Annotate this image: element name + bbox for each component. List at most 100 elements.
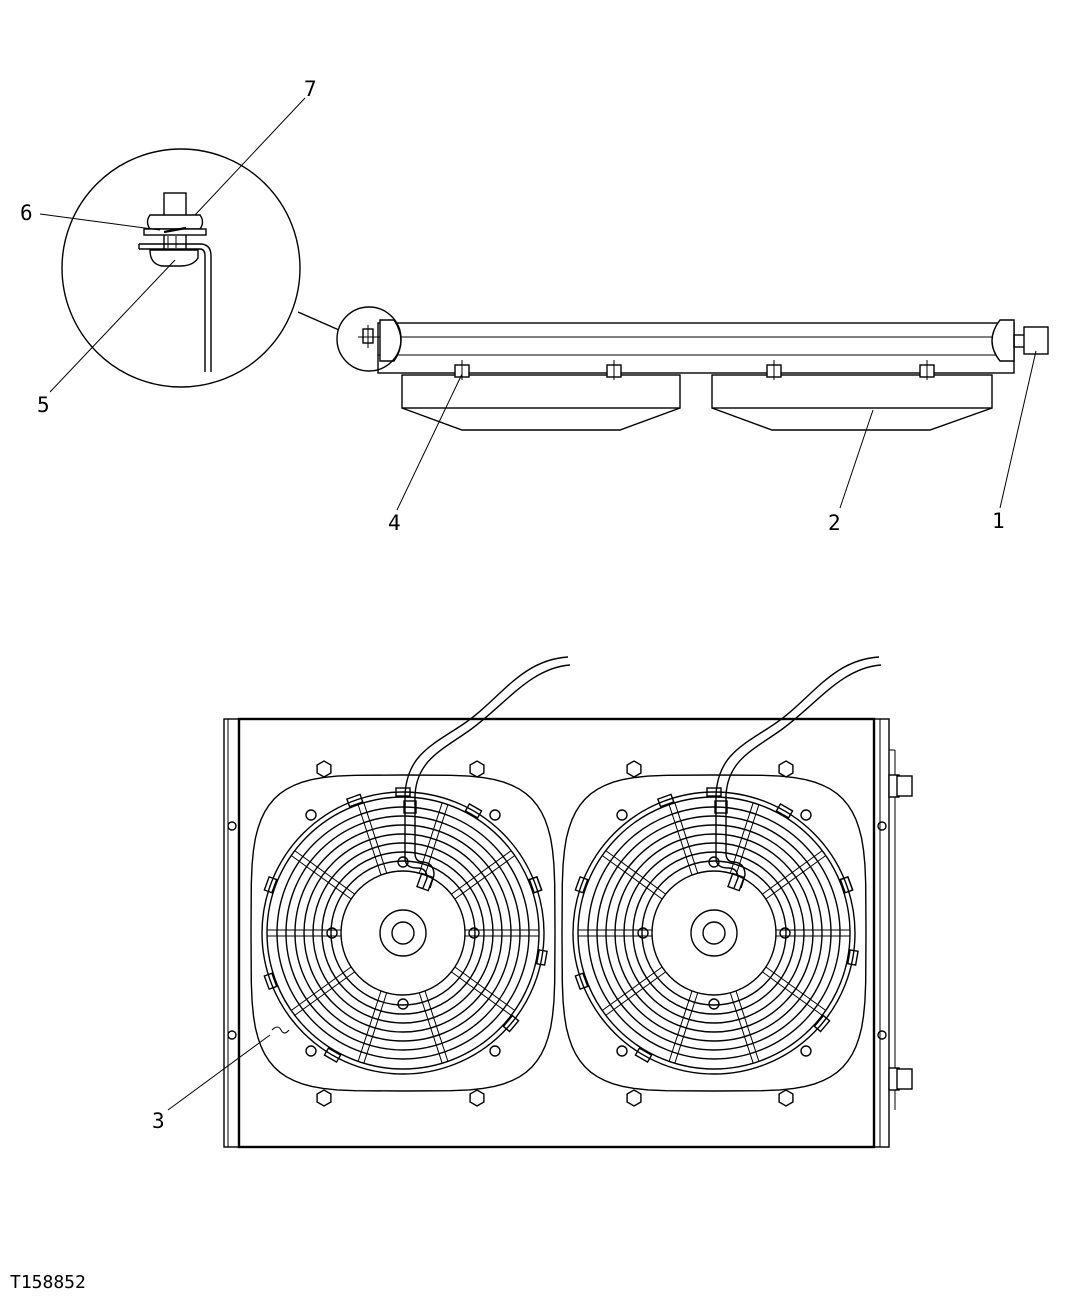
upper-fitting: [888, 774, 913, 798]
guard-ring: [605, 824, 823, 1042]
rim-clip: [535, 949, 548, 966]
motor-shaft: [702, 921, 726, 945]
fan-outer-rim: [572, 791, 856, 1075]
rim-clip: [706, 787, 722, 797]
flange-hole: [489, 1045, 501, 1057]
rim-clip: [813, 1014, 831, 1033]
right-side-rail: [873, 718, 896, 1148]
rim-clip: [839, 875, 854, 894]
condenser-tube: [377, 319, 1015, 374]
guard-ring: [596, 815, 832, 1051]
motor-shaft: [391, 921, 415, 945]
guard-spoke: [290, 966, 355, 1016]
wire-connector: [727, 872, 745, 892]
rim-clip: [656, 793, 675, 808]
hub-bolt: [326, 927, 338, 939]
rim-clip: [395, 787, 411, 797]
wire-harness: [414, 803, 435, 889]
leader-2: [839, 409, 874, 509]
fan-outer-rim: [261, 791, 545, 1075]
flange-hole: [800, 809, 812, 821]
leader-5: [49, 259, 176, 393]
wire-right: [715, 656, 882, 805]
rim-clip: [846, 949, 859, 966]
guard-spoke: [668, 990, 699, 1064]
guard-spoke: [729, 990, 760, 1064]
fan-rim-inner: [577, 796, 851, 1070]
fan-shroud-right: [711, 374, 993, 431]
rail-screw: [227, 821, 237, 831]
guard-ring: [641, 860, 787, 1006]
guard-ring: [294, 824, 512, 1042]
bolt-4: [919, 360, 935, 380]
guard-ring: [312, 842, 494, 1024]
detail-view: [61, 148, 301, 388]
guard-ring: [285, 815, 521, 1051]
vertical-bracket: [199, 243, 212, 372]
hub-bolt: [637, 927, 649, 939]
flange-hole: [489, 809, 501, 821]
flange-hole: [305, 1045, 317, 1057]
flange-hole: [305, 809, 317, 821]
guard-spoke: [762, 850, 827, 900]
motor-housing: [340, 870, 466, 996]
guard-ring: [321, 851, 485, 1015]
leader-lines: [39, 97, 1037, 1111]
hex-nut: [316, 1089, 332, 1107]
callout-2: 2: [828, 511, 841, 535]
bracket-plate: [138, 243, 200, 250]
callout-1: 1: [992, 509, 1005, 533]
bolt-3: [766, 360, 782, 380]
hex-nut: [469, 1089, 485, 1107]
guard-spoke: [601, 850, 666, 900]
rim-clip: [574, 875, 589, 894]
hex-nut: [469, 760, 485, 778]
rail-screw: [877, 1030, 887, 1040]
wire-grommet: [403, 800, 417, 814]
figure-code: T158852: [10, 1272, 86, 1293]
guard-spoke: [601, 966, 666, 1016]
fan-rim-inner: [266, 796, 540, 1070]
guard-ring: [623, 842, 805, 1024]
fan-left: [250, 774, 556, 1092]
fitting: [1013, 326, 1049, 355]
leader-1: [999, 350, 1037, 509]
leader-4: [396, 373, 463, 511]
callout-5: 5: [37, 393, 50, 417]
rim-clip: [634, 1047, 653, 1064]
hex-nut: [316, 760, 332, 778]
hex-nut: [778, 760, 794, 778]
fan-flange: [561, 774, 867, 1092]
callout-labels: 1 2 3 4 5 6 7: [20, 77, 1005, 1133]
rim-clip: [574, 972, 589, 991]
callout-4: 4: [388, 511, 401, 535]
bolt-1: [454, 360, 470, 380]
hub-bolt: [468, 927, 480, 939]
guard-spoke: [357, 990, 388, 1064]
rim-clip: [502, 1014, 520, 1033]
lower-fitting: [888, 1067, 913, 1091]
wire-grommet: [714, 800, 728, 814]
grommet: [149, 249, 199, 267]
guard-ring: [276, 806, 530, 1060]
leader-3: [167, 1034, 271, 1111]
flange-hole: [616, 1045, 628, 1057]
rim-clip: [263, 875, 278, 894]
guard-ring: [303, 833, 503, 1033]
motor-hub: [690, 909, 738, 957]
motor-hub: [379, 909, 427, 957]
surface-marker: [271, 1026, 290, 1034]
motor-housing: [651, 870, 777, 996]
guard-spoke: [762, 966, 827, 1016]
flange-hole: [616, 809, 628, 821]
detail-marker-circle: [336, 306, 402, 372]
guard-spoke: [668, 802, 699, 876]
rim-clip: [323, 1047, 342, 1064]
callout-3: 3: [152, 1109, 165, 1133]
wire-connector: [416, 872, 434, 892]
callout-7: 7: [304, 77, 317, 101]
hub-bolt: [397, 856, 409, 868]
detail-circle: [61, 148, 301, 388]
rim-clip: [775, 802, 794, 819]
